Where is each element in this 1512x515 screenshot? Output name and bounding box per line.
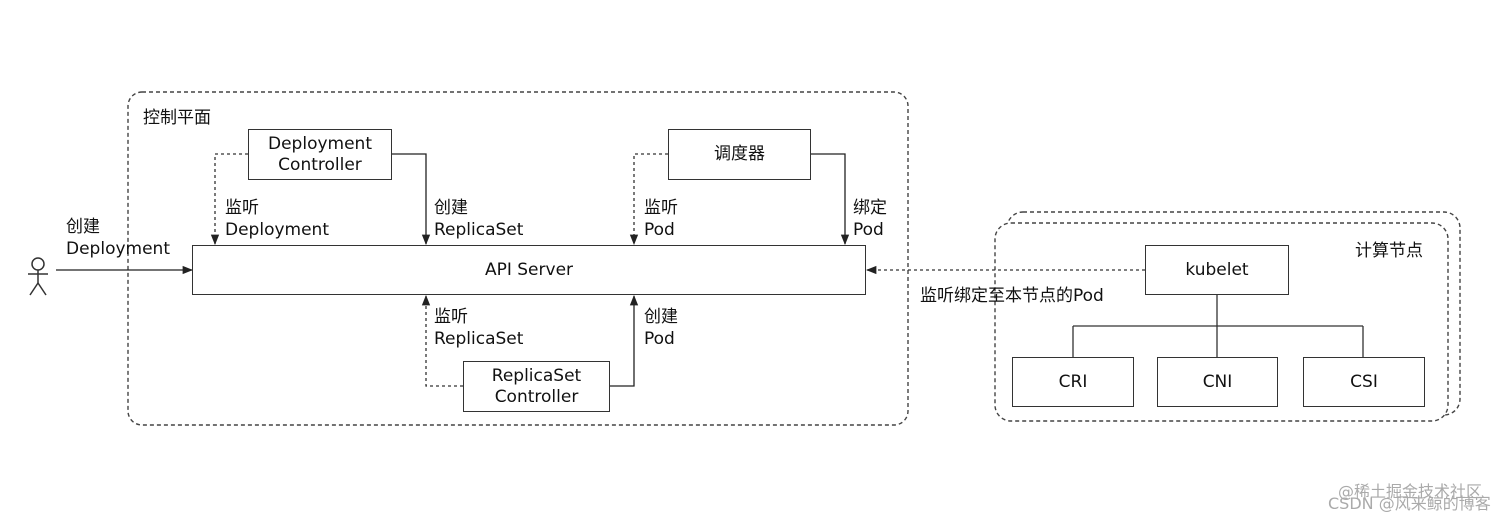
create-replicaset-label: 创建 ReplicaSet xyxy=(434,197,523,241)
create-pod-label-line1: 创建 xyxy=(644,307,678,327)
kubelet-box: kubelet xyxy=(1145,245,1289,295)
watch-pod-label: 监听 Pod xyxy=(644,197,678,241)
watch-pod-label-line1: 监听 xyxy=(644,198,678,218)
replicaset-controller-line1: ReplicaSet xyxy=(491,365,582,386)
compute-node-frame-back xyxy=(1006,211,1461,416)
csi-box: CSI xyxy=(1303,357,1425,407)
deployment-controller-box: Deployment Controller xyxy=(248,129,392,180)
kubelet-label: kubelet xyxy=(1185,259,1249,280)
bind-pod-label-line1: 绑定 xyxy=(853,198,887,218)
cri-box: CRI xyxy=(1012,357,1134,407)
cni-label: CNI xyxy=(1202,371,1233,392)
control-plane-frame xyxy=(127,91,909,426)
user-icon xyxy=(28,257,48,296)
replicaset-controller-line2: Controller xyxy=(494,386,579,407)
watermark-juejin: @稀土掘金技术社区 xyxy=(1338,482,1483,501)
edge-create-pod xyxy=(610,294,639,387)
edge-watch-replicaset xyxy=(421,294,463,387)
compute-node-title: 计算节点 xyxy=(1355,241,1423,261)
replicaset-controller-box: ReplicaSet Controller xyxy=(463,361,610,412)
cni-box: CNI xyxy=(1157,357,1278,407)
deployment-controller-line1: Deployment xyxy=(268,133,372,154)
watch-deployment-label-line1: 监听 xyxy=(225,198,259,218)
api-server-box: API Server xyxy=(192,245,866,295)
scheduler-box: 调度器 xyxy=(668,129,811,180)
watermark-csdn: CSDN @风来鲸的博客 xyxy=(1328,494,1491,513)
deployment-controller-line2: Controller xyxy=(278,154,362,175)
kubelet-plugin-connectors xyxy=(1072,295,1364,357)
create-pod-label: 创建 Pod xyxy=(644,306,678,350)
user-create-label-line2: Deployment xyxy=(66,239,170,259)
edge-bind-pod xyxy=(811,153,850,246)
edge-create-replicaset xyxy=(392,153,431,246)
csi-label: CSI xyxy=(1350,371,1378,392)
control-plane-title: 控制平面 xyxy=(143,108,211,128)
create-replicaset-label-line2: ReplicaSet xyxy=(434,220,524,240)
create-replicaset-label-line1: 创建 xyxy=(434,198,468,218)
user-create-label: 创建 Deployment xyxy=(66,216,170,260)
edge-watch-deployment xyxy=(210,153,248,246)
watch-deployment-label: 监听 Deployment xyxy=(225,197,329,241)
cri-label: CRI xyxy=(1058,371,1088,392)
watch-replicaset-label-line1: 监听 xyxy=(434,307,468,327)
bind-pod-label: 绑定 Pod xyxy=(853,197,887,241)
bind-pod-label-line2: Pod xyxy=(853,220,884,240)
watch-pod-label-line2: Pod xyxy=(644,220,675,240)
create-pod-label-line2: Pod xyxy=(644,329,675,349)
watch-replicaset-label-line2: ReplicaSet xyxy=(434,329,524,349)
api-server-label: API Server xyxy=(484,259,574,280)
watch-deployment-label-line2: Deployment xyxy=(225,220,329,240)
watch-bound-pod-label: 监听绑定至本节点的Pod xyxy=(920,286,1104,306)
watch-replicaset-label: 监听 ReplicaSet xyxy=(434,306,523,350)
user-create-label-line1: 创建 xyxy=(66,217,100,237)
scheduler-label: 调度器 xyxy=(714,144,765,164)
